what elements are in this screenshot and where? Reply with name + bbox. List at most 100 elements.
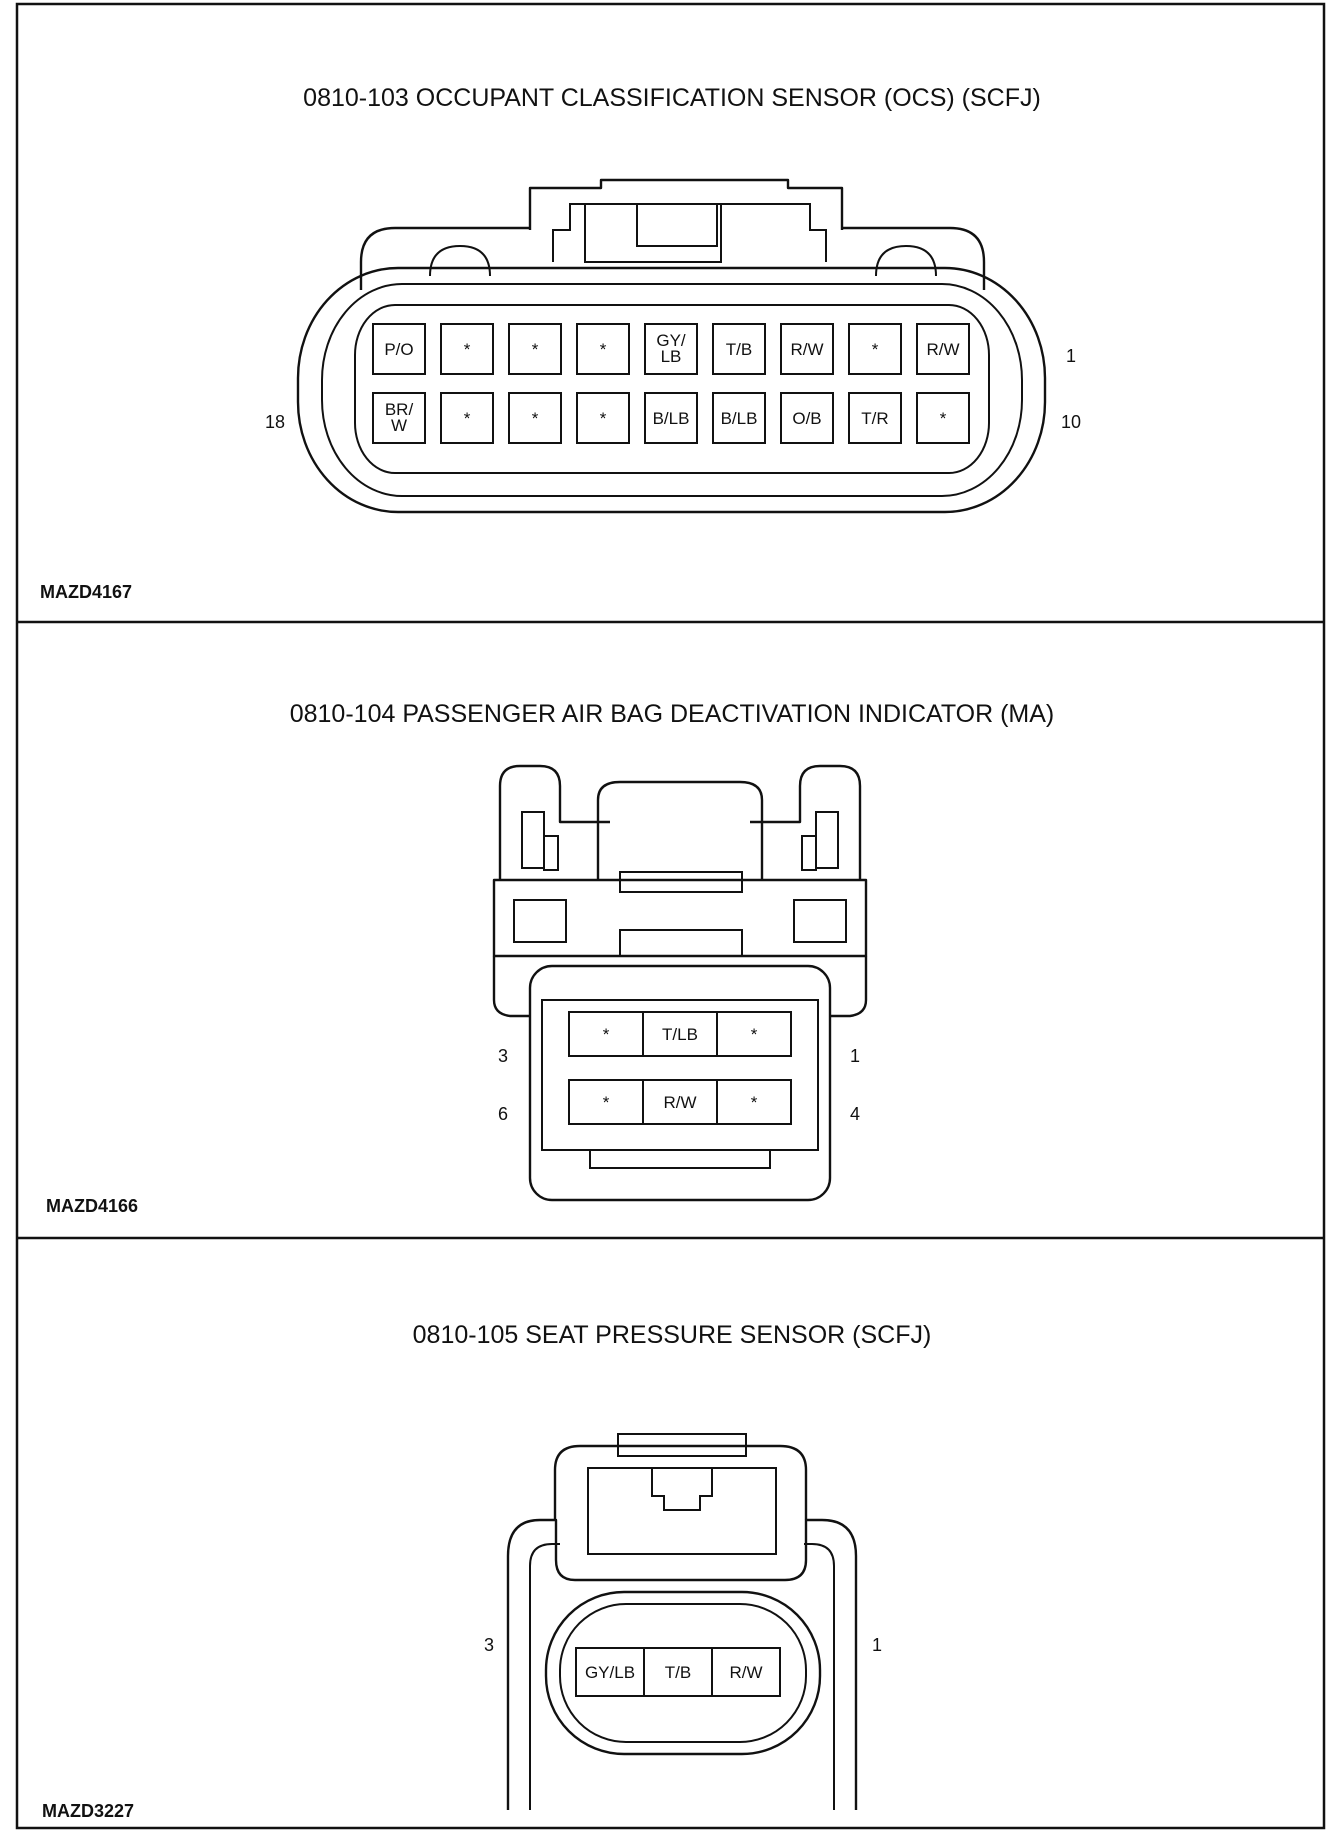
pin-number-label: 3 [498,1046,508,1066]
panel-title: 0810-104 PASSENGER AIR BAG DEACTIVATION … [290,700,1055,728]
pin-cavity: * [716,1011,792,1057]
wire-color-label: * [751,1025,758,1044]
pad-right-latch [815,811,839,869]
pad-left-latch-tab [543,835,559,871]
pin-cavity-box [576,323,630,375]
pin-number-label: 1 [1066,346,1076,366]
pin-number-label: 3 [484,1635,494,1655]
pin-number-label: 6 [498,1104,508,1124]
pin-cavity: T/B [712,323,766,375]
pin-cavity: T/R [848,392,902,444]
seat-right-wall [804,1543,835,1810]
seat-pin-row: GY/LB T/B R/W [575,1647,781,1697]
pin-cavity-box [372,392,426,444]
pin-cavity-box [508,323,562,375]
ocs-latch-inner [552,203,827,262]
wire-color-label: B/LB [721,409,758,428]
pin-number-label: 4 [850,1104,860,1124]
pad-center-window [619,929,743,957]
pin-cavity: R/W [711,1647,781,1697]
pin-cavity: * [716,1079,792,1125]
ocs-pin-row-top: P/O * * * GY/LB T/B R/W * R/W [372,323,970,375]
pin-cavity-box [372,323,426,375]
figure-id: MAZD4167 [40,582,132,602]
ocs-left-bump [429,244,491,277]
figure-id: MAZD4166 [46,1196,138,1216]
pin-cavity: T/B [643,1647,713,1697]
ocs-connector-housing [296,178,1047,514]
pin-cavity-box [716,1011,792,1057]
pad-pin-row-top: *T/LB* [568,1011,792,1057]
pin-cavity-box [780,323,834,375]
panel-title: 0810-103 OCCUPANT CLASSIFICATION SENSOR … [303,84,1041,112]
pad-bottom-key [589,1150,771,1169]
wire-color-label: T/B [665,1663,691,1682]
wire-color-label: GY/LB [656,331,686,366]
wire-color-label: * [464,409,471,428]
wire-color-label: * [600,340,607,359]
pin-cavity: * [508,323,562,375]
pin-cavity-box [711,1647,781,1697]
pin-cavity-box [642,1079,718,1125]
wire-color-label: T/R [861,409,888,428]
pin-cavity: R/W [916,323,970,375]
pad-connector-housing [492,764,868,1202]
wire-color-label: * [464,340,471,359]
wire-color-label: B/LB [653,409,690,428]
pad-right-window [793,899,847,943]
wire-color-label: * [872,340,879,359]
wire-color-label: * [751,1093,758,1112]
pin-number-label: 18 [265,412,285,432]
panel-title: 0810-105 SEAT PRESSURE SENSOR (SCFJ) [413,1321,932,1349]
ocs-pin-face [354,304,990,474]
wire-color-label: * [600,409,607,428]
pad-left-ear [498,764,610,880]
pin-cavity: O/B [780,392,834,444]
wire-color-label: GY/LB [585,1663,635,1682]
pin-cavity-box [848,323,902,375]
wire-color-label: R/W [663,1093,696,1112]
pin-number-label: 1 [850,1046,860,1066]
pin-number-label: 10 [1061,412,1081,432]
pad-right-latch-tab [801,835,817,871]
panel-ocs-connector: 0810-103 OCCUPANT CLASSIFICATION SENSOR … [40,84,1081,602]
pin-number-label: 1 [872,1635,882,1655]
wire-color-label: P/O [384,340,413,359]
seat-latch-key [651,1468,713,1511]
pin-cavity: B/LB [712,392,766,444]
wire-color-label: BR/W [385,400,414,435]
pin-cavity: * [568,1079,644,1125]
pad-right-ear [750,764,862,880]
ocs-left-shoulder [359,226,530,290]
seat-connector-housing [506,1433,858,1810]
pin-cavity: R/W [642,1079,718,1125]
pin-cavity: * [848,323,902,375]
ocs-latch-tower [528,178,844,230]
pin-cavity: BR/W [372,392,426,444]
pin-cavity-box [716,1079,792,1125]
ocs-right-bump [875,244,937,277]
pin-cavity-box [643,1647,713,1697]
seat-pin-face-inner [559,1603,807,1743]
pin-cavity: T/LB [642,1011,718,1057]
pin-cavity-box [780,392,834,444]
pin-cavity-box [508,392,562,444]
seat-pin-face-outer [544,1590,822,1756]
pad-left-latch [521,811,545,869]
wire-color-label: R/W [926,340,959,359]
wire-color-label: * [532,340,539,359]
pin-cavity: * [440,392,494,444]
pad-pin-row-bottom: * R/W * [568,1079,792,1125]
pin-cavity: R/W [780,323,834,375]
pin-cavity-box [568,1011,644,1057]
pin-cavity: B/LB [644,392,698,444]
wire-color-label: * [532,409,539,428]
pin-cavity: * [508,392,562,444]
seat-left-wall [529,1543,560,1810]
pin-cavity-box [440,392,494,444]
wire-color-label: R/W [729,1663,762,1682]
ocs-latch-slot [584,203,722,263]
pad-right-skirt [830,956,868,1018]
pad-left-window [513,899,567,943]
